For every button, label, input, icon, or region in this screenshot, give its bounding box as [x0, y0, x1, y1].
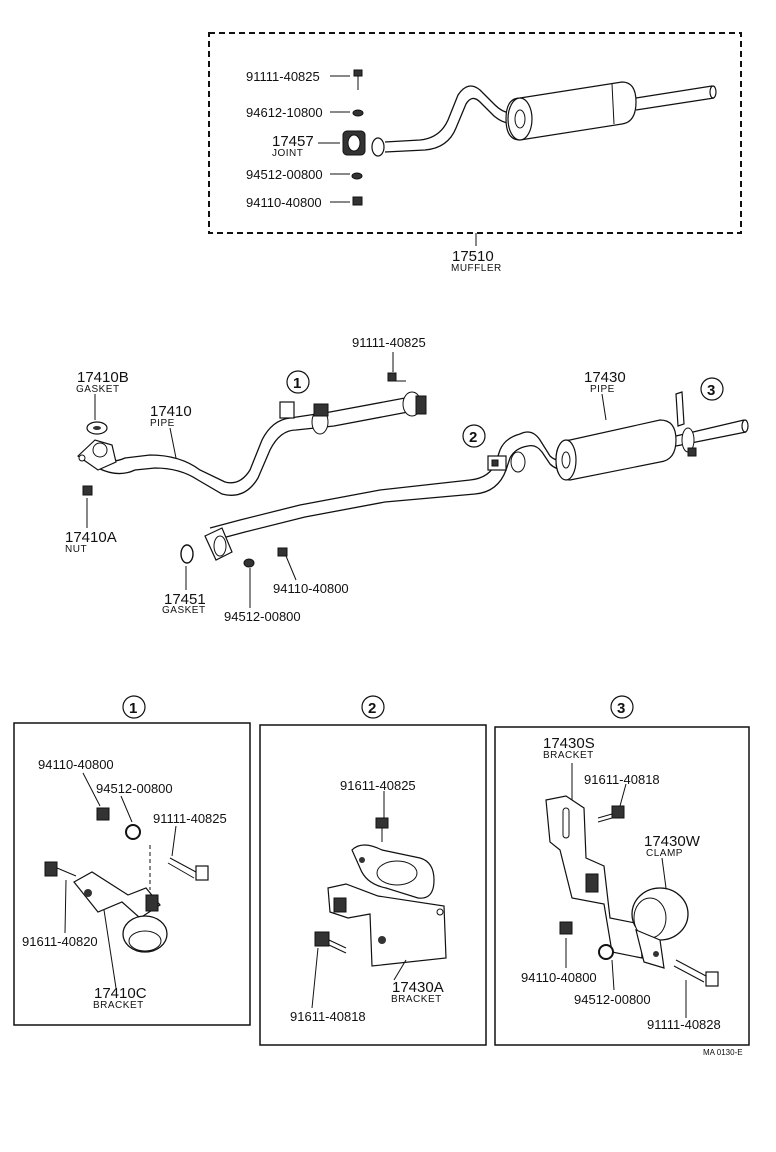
- part-number-94110-40800-d1: 94110-40800: [38, 757, 114, 772]
- part-number-17430w: 17430W: [644, 833, 701, 850]
- detail-2-title: 2: [368, 700, 376, 717]
- nut-94110-icon: [277, 547, 288, 557]
- bolt-icon: [597, 805, 625, 823]
- part-number-17430a: 17430A: [392, 979, 444, 996]
- detail-3-group: 3 17430S BRAC: [494, 695, 750, 1046]
- detail-3-box: [494, 726, 750, 1046]
- detail-1-title-circle: [122, 695, 146, 719]
- part-name-nut-17410a: NUT: [65, 544, 87, 555]
- muffler-joint-flange: [371, 137, 385, 157]
- part-number-94612-10800: 94612-10800: [246, 105, 323, 120]
- part-name-gasket-17451: GASKET: [162, 605, 206, 616]
- figure-code: MA 0130-E: [703, 1048, 743, 1057]
- muffler-assembly-group: 91111-40825 94612-10800 17457 JOINT 9451…: [208, 32, 742, 274]
- part-name-bracket-17430s: BRACKET: [543, 750, 594, 761]
- detail-2-group: 2 91611-40825 91611-40818 17430A BRACKET: [259, 695, 487, 1046]
- detail-2-box: [259, 724, 487, 1046]
- bolt-icon: [314, 931, 347, 954]
- assembly-name-muffler: MUFFLER: [451, 263, 502, 274]
- part-number-91111-40825-d1: 91111-40825: [153, 811, 227, 826]
- exhaust-system-group: 1 2 3 17410B GASKET 17410 PIPE 17410A NU…: [65, 335, 749, 624]
- callout-2-circle: [462, 424, 486, 448]
- part-number-94512-00800-mid: 94512-00800: [224, 609, 301, 624]
- part-number-17410b: 17410B: [77, 369, 129, 386]
- bracket-17430a-icon: [327, 844, 447, 967]
- part-name-pipe-17410: PIPE: [150, 418, 175, 429]
- clamp-bracket-3: [675, 391, 697, 457]
- callout-2: 2: [469, 429, 477, 446]
- assembly-number-17510: 17510: [452, 248, 494, 265]
- part-number-91111-40825-mid: 91111-40825: [352, 335, 426, 350]
- part-number-94512-00800-d3: 94512-00800: [574, 992, 651, 1007]
- part-number-91611-40818-d2: 91611-40818: [290, 1009, 366, 1024]
- part-number-91111-40825: 91111-40825: [246, 69, 320, 84]
- part-name-bracket-17410c: BRACKET: [93, 1000, 144, 1011]
- part-number-17410: 17410: [150, 403, 192, 420]
- part-number-17430: 17430: [584, 369, 626, 386]
- detail-1-box: [13, 722, 251, 1026]
- part-number-17451: 17451: [164, 591, 206, 608]
- muffler-assembly-dashed-box: [208, 32, 742, 234]
- muffler-inlet-pipe: [384, 85, 517, 153]
- nut-icon: [352, 196, 363, 206]
- washer-94512-icon: [243, 558, 255, 568]
- spring-washer-icon: [351, 172, 363, 180]
- clamp-bracket-2: [487, 451, 526, 473]
- part-number-94110-40800: 94110-40800: [246, 195, 322, 210]
- muffler-tail-pipe: [635, 85, 715, 111]
- bolt-icon: [375, 817, 389, 842]
- part-number-17430s: 17430S: [543, 735, 595, 752]
- muffler-body: [505, 81, 637, 141]
- part-number-17410c: 17410C: [94, 985, 147, 1002]
- bolt-icon: [353, 69, 363, 90]
- part-number-94110-40800-mid: 94110-40800: [273, 581, 349, 596]
- detail-3-title-circle: [610, 695, 634, 719]
- bolt-icon: [167, 857, 209, 881]
- nut-icon: [559, 921, 573, 935]
- callout-3-circle: [700, 377, 724, 401]
- bracket-17410c-icon: [44, 861, 168, 953]
- front-pipe: [91, 397, 409, 496]
- detail-1-title: 1: [129, 700, 137, 717]
- washer-icon: [125, 824, 141, 840]
- part-name-clamp-17430w: CLAMP: [646, 848, 683, 859]
- bolt-91111-icon: [387, 372, 397, 382]
- detail-1-group: 1 94110-40800 94512-00800 91111-40825 91…: [13, 695, 251, 1026]
- washer-icon: [598, 944, 614, 960]
- part-number-17457: 17457: [272, 133, 314, 150]
- part-number-94512-00800: 94512-00800: [246, 167, 323, 182]
- gasket-17451-icon: [180, 544, 194, 564]
- center-pipe-flange: [204, 527, 233, 561]
- rear-muffler-body: [555, 419, 677, 481]
- part-name-bracket-17430a: BRACKET: [391, 994, 442, 1005]
- clamp-17430w-icon: [631, 887, 689, 969]
- part-number-94512-00800-d1: 94512-00800: [96, 781, 173, 796]
- part-number-91611-40818-d3: 91611-40818: [584, 772, 660, 787]
- callout-1-circle: [286, 370, 310, 394]
- callout-1: 1: [293, 375, 301, 392]
- bolt-icon: [673, 959, 719, 987]
- part-number-91111-40828-d3: 91111-40828: [647, 1017, 721, 1032]
- part-name-gasket-17410b: GASKET: [76, 384, 120, 395]
- nut-17410a-icon: [82, 485, 93, 496]
- part-number-94110-40800-d3: 94110-40800: [521, 970, 597, 985]
- detail-2-title-circle: [361, 695, 385, 719]
- joint-icon: [342, 130, 366, 156]
- part-name-pipe-17430: PIPE: [590, 384, 615, 395]
- nut-icon: [96, 807, 110, 821]
- clamp-bracket-1: [279, 391, 427, 435]
- part-number-17410a: 17410A: [65, 529, 117, 546]
- part-name-joint: JOINT: [272, 148, 303, 159]
- front-pipe-flange: [77, 439, 117, 471]
- detail-3-title: 3: [617, 700, 625, 717]
- part-number-91611-40825-d2: 91611-40825: [340, 778, 416, 793]
- callout-3: 3: [707, 382, 715, 399]
- part-number-91611-40820-d1: 91611-40820: [22, 934, 98, 949]
- washer-icon: [352, 109, 364, 117]
